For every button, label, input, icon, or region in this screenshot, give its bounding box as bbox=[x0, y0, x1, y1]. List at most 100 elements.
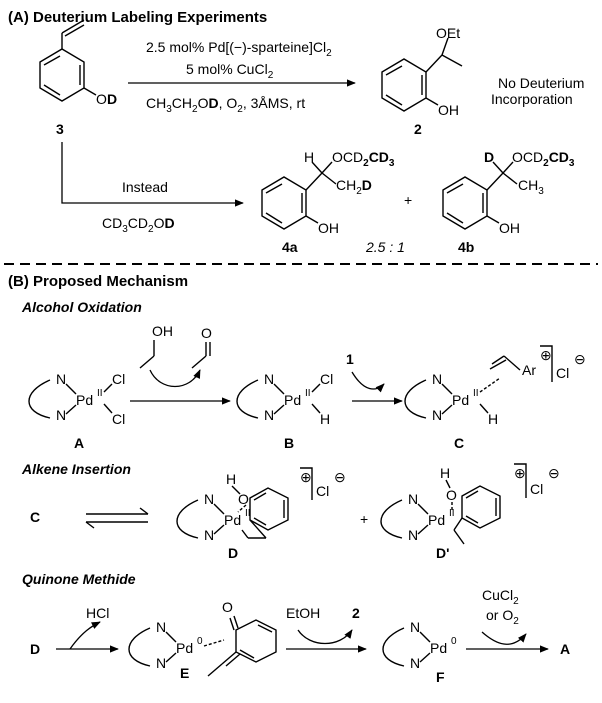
section-a-title: (A) Deuterium Labeling Experiments bbox=[8, 9, 267, 26]
svg-text:OH: OH bbox=[152, 323, 173, 339]
svg-text:Pd: Pd bbox=[176, 640, 193, 656]
svg-text:N: N bbox=[156, 619, 166, 635]
or-o2-label: or O2 bbox=[486, 607, 519, 627]
svg-text:⊖: ⊖ bbox=[334, 469, 346, 485]
svg-text:N: N bbox=[432, 371, 442, 387]
no-deuterium-line1: No Deuterium bbox=[498, 75, 584, 91]
alcohol-oxidation-heading: Alcohol Oxidation bbox=[21, 299, 142, 315]
condition-line-1: 2.5 mol% Pd[(−)-sparteine]Cl2 bbox=[146, 39, 332, 59]
svg-text:II: II bbox=[473, 388, 479, 399]
cucl2-label: CuCl2 bbox=[482, 587, 519, 607]
4b-ocd2cd3: OCD2CD3 bbox=[512, 149, 575, 169]
svg-text:N: N bbox=[264, 407, 274, 423]
svg-text:N: N bbox=[204, 491, 214, 507]
product-2-label-b: 2 bbox=[352, 605, 360, 621]
arrow-1-curve bbox=[351, 371, 385, 393]
complex-D-prime: N N Pd II H O ⊕ Cl ⊖ D' bbox=[380, 463, 560, 561]
alkene-insertion-heading: Alkene Insertion bbox=[21, 461, 131, 477]
4b-oh: OH bbox=[499, 220, 520, 236]
oxidation-curve-arrow bbox=[149, 369, 201, 387]
svg-text:Cl: Cl bbox=[112, 371, 125, 387]
svg-text:Cl: Cl bbox=[320, 371, 333, 387]
qm-A-label: A bbox=[560, 641, 570, 657]
svg-text:II: II bbox=[97, 388, 103, 399]
product-2-oet: OEt bbox=[436, 25, 460, 41]
qm-D-label: D bbox=[30, 641, 40, 657]
4a-oh: OH bbox=[318, 220, 339, 236]
svg-text:N: N bbox=[408, 491, 418, 507]
svg-text:Cl: Cl bbox=[112, 411, 125, 427]
svg-text:O: O bbox=[446, 487, 457, 503]
svg-text:N: N bbox=[204, 527, 214, 543]
svg-text:⊕: ⊕ bbox=[514, 465, 526, 481]
svg-text:Pd: Pd bbox=[430, 640, 447, 656]
etoh-curve-arrow bbox=[297, 629, 353, 644]
plus-sign-a: + bbox=[404, 192, 412, 208]
complex-E: N N Pd 0 O E bbox=[128, 599, 277, 681]
svg-text:N: N bbox=[408, 527, 418, 543]
cd3cd2od-reagent: CD3CD2OD bbox=[102, 215, 175, 235]
ethanol-structure: OH bbox=[139, 323, 173, 369]
svg-text:C: C bbox=[454, 435, 464, 451]
product-2-oh: OH bbox=[438, 102, 459, 118]
oxidant-curve-arrow bbox=[481, 631, 527, 645]
svg-text:E: E bbox=[180, 665, 189, 681]
svg-text:II: II bbox=[305, 388, 311, 399]
svg-text:Cl: Cl bbox=[530, 481, 543, 497]
product-4b-structure bbox=[442, 161, 518, 230]
svg-text:A: A bbox=[74, 435, 84, 451]
svg-text:O: O bbox=[238, 491, 249, 507]
complex-C: N N Pd II Ar H ⊕ Cl ⊖ C bbox=[404, 345, 586, 451]
svg-text:N: N bbox=[432, 407, 442, 423]
product-2-structure bbox=[381, 37, 463, 112]
svg-text:F: F bbox=[436, 669, 445, 685]
svg-text:Ar: Ar bbox=[522, 362, 536, 378]
complex-A: N N Pd II Cl Cl A bbox=[28, 371, 125, 451]
svg-text:Pd: Pd bbox=[76, 392, 93, 408]
svg-text:II: II bbox=[245, 508, 251, 519]
4b-ch3: CH3 bbox=[518, 177, 544, 197]
svg-text:Pd: Pd bbox=[428, 512, 445, 528]
compound-2-label: 2 bbox=[414, 121, 422, 137]
svg-text:Cl: Cl bbox=[316, 483, 329, 499]
instead-arrow bbox=[61, 142, 244, 207]
svg-text:⊕: ⊕ bbox=[540, 347, 552, 363]
complex-F: N N Pd 0 F bbox=[382, 619, 457, 685]
svg-text:⊖: ⊖ bbox=[574, 351, 586, 367]
svg-text:O: O bbox=[201, 325, 212, 341]
svg-text:Pd: Pd bbox=[224, 512, 241, 528]
ratio-text: 2.5 : 1 bbox=[365, 239, 405, 255]
plus-sign-b: + bbox=[360, 511, 368, 527]
section-b-title: (B) Proposed Mechanism bbox=[8, 273, 188, 290]
svg-text:N: N bbox=[410, 655, 420, 671]
svg-text:N: N bbox=[156, 655, 166, 671]
equilibrium-arrows bbox=[85, 507, 149, 529]
compound-1-label: 1 bbox=[346, 351, 354, 367]
condition-line-3: CH3CH2OD, O2, 3ÅMS, rt bbox=[146, 95, 305, 115]
svg-text:0: 0 bbox=[451, 636, 457, 647]
svg-text:Cl: Cl bbox=[556, 365, 569, 381]
compound-4a-label: 4a bbox=[282, 239, 298, 255]
svg-text:B: B bbox=[284, 435, 294, 451]
no-deuterium-line2: Incorporation bbox=[491, 91, 573, 107]
svg-text:II: II bbox=[449, 508, 455, 519]
4a-ch2d: CH2D bbox=[336, 177, 372, 197]
svg-text:H: H bbox=[440, 465, 450, 481]
svg-text:H: H bbox=[320, 411, 330, 427]
instead-label: Instead bbox=[122, 179, 168, 195]
hcl-curve-arrow bbox=[69, 621, 101, 650]
svg-text:D: D bbox=[228, 545, 238, 561]
svg-text:N: N bbox=[56, 371, 66, 387]
4b-d: D bbox=[484, 149, 494, 165]
reactant-o: O bbox=[96, 91, 107, 107]
condition-line-2: 5 mol% CuCl2 bbox=[186, 61, 274, 81]
compound-4b-label: 4b bbox=[458, 239, 474, 255]
quinone-methide-heading: Quinone Methide bbox=[22, 571, 136, 587]
svg-text:H: H bbox=[226, 471, 236, 487]
svg-text:⊕: ⊕ bbox=[300, 469, 312, 485]
svg-text:H: H bbox=[488, 411, 498, 427]
complex-D: N N Pd II H O ⊕ Cl ⊖ D bbox=[176, 467, 346, 561]
svg-text:⊖: ⊖ bbox=[548, 465, 560, 481]
alkene-C-label: C bbox=[30, 509, 40, 525]
